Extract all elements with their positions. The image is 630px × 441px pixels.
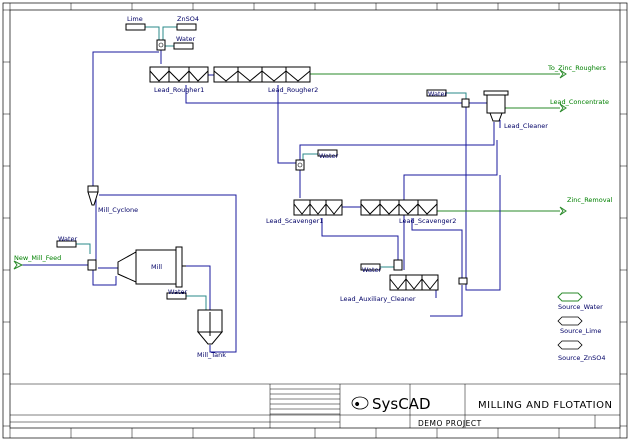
mill-tank[interactable] — [196, 309, 224, 345]
source-lime-label: Source_Lime — [560, 327, 601, 335]
mill-tank-water-label: Water — [168, 288, 188, 296]
lead-scavenger2-cells[interactable] — [360, 199, 438, 216]
mill-tank-water-feeder[interactable] — [166, 292, 187, 300]
lead-concentrate-label: Lead_Concentrate — [550, 98, 609, 106]
lead-auxiliary-cleaner-label: Lead_Auxiliary_Cleaner — [340, 295, 416, 303]
mill-label: Mill — [151, 263, 162, 271]
mill-cyclone[interactable] — [87, 185, 99, 206]
syscad-logo-text: SysCAD — [372, 395, 431, 413]
lime-feeder[interactable] — [125, 23, 146, 31]
cleaner-feed-mixer[interactable] — [461, 98, 470, 108]
project-name: DEMO PROJECT — [418, 419, 482, 428]
mill-feed-water-feeder[interactable] — [56, 240, 77, 248]
lead-rougher1-label: Lead_Rougher1 — [154, 86, 204, 94]
to-zinc-roughers-label: To_Zinc_Roughers — [547, 64, 607, 72]
rougher-water-feeder[interactable] — [173, 42, 194, 50]
source-water-feeder[interactable] — [557, 292, 583, 302]
pipe-network — [22, 26, 567, 353]
aux-cleaner-water-label: Water — [362, 266, 382, 274]
scavenger-feed-mixer[interactable] — [295, 159, 305, 171]
aux-cleaner-feed-mixer[interactable] — [393, 259, 403, 271]
aux-cleaner-water-feeder[interactable] — [360, 263, 381, 271]
mill-drum[interactable] — [117, 246, 186, 288]
rougher-feed-mixer[interactable] — [156, 39, 166, 51]
mill-cyclone-label: Mill_Cyclone — [98, 206, 138, 214]
source-znso4-feeder[interactable] — [557, 340, 583, 350]
syscad-logo-icon — [351, 396, 369, 410]
lead-auxiliary-cleaner-cells[interactable] — [389, 274, 439, 291]
mill-tank-label: Mill_Tank — [197, 351, 226, 359]
cleaner-water-feeder[interactable] — [426, 89, 447, 97]
lime-label: Lime — [127, 15, 143, 23]
rougher-water-label: Water — [176, 35, 196, 43]
lead-cleaner-column[interactable] — [483, 90, 509, 122]
mill-feed-mixer[interactable] — [87, 259, 97, 271]
lead-scavenger1-label: Lead_Scavenger1 — [266, 217, 323, 225]
syscad-logo-mark: ⬤ — [355, 401, 360, 406]
znso4-label: ZnSO4 — [177, 15, 199, 23]
znso4-feeder[interactable] — [176, 23, 197, 31]
source-lime-feeder[interactable] — [557, 316, 583, 326]
source-znso4-label: Source_ZnSO4 — [558, 354, 606, 362]
cleaner-water-label: Water — [428, 90, 448, 98]
lead-cleaner-label: Lead_Cleaner — [504, 122, 548, 130]
lead-rougher2-cells[interactable] — [213, 66, 311, 83]
zinc-removal-label: Zinc_Removal — [567, 196, 613, 204]
source-water-label: Source_Water — [558, 303, 603, 311]
new-mill-feed-label: New_Mill_Feed — [14, 254, 61, 262]
new-mill-feed-arrow[interactable] — [13, 260, 24, 270]
mill-feed-water-label: Water — [58, 235, 78, 243]
lead-scavenger1-cells[interactable] — [293, 199, 343, 216]
aux-junction[interactable] — [458, 277, 468, 285]
lead-rougher1-cells[interactable] — [149, 66, 209, 83]
lead-rougher2-label: Lead_Rougher2 — [268, 86, 318, 94]
drawing-title: MILLING AND FLOTATION — [478, 400, 612, 411]
scavenger-water-label: Water — [319, 152, 339, 160]
lead-scavenger2-label: Lead_Scavenger2 — [399, 217, 456, 225]
title-block: ⬤ — [10, 383, 620, 428]
scavenger-water-feeder[interactable] — [317, 149, 338, 157]
